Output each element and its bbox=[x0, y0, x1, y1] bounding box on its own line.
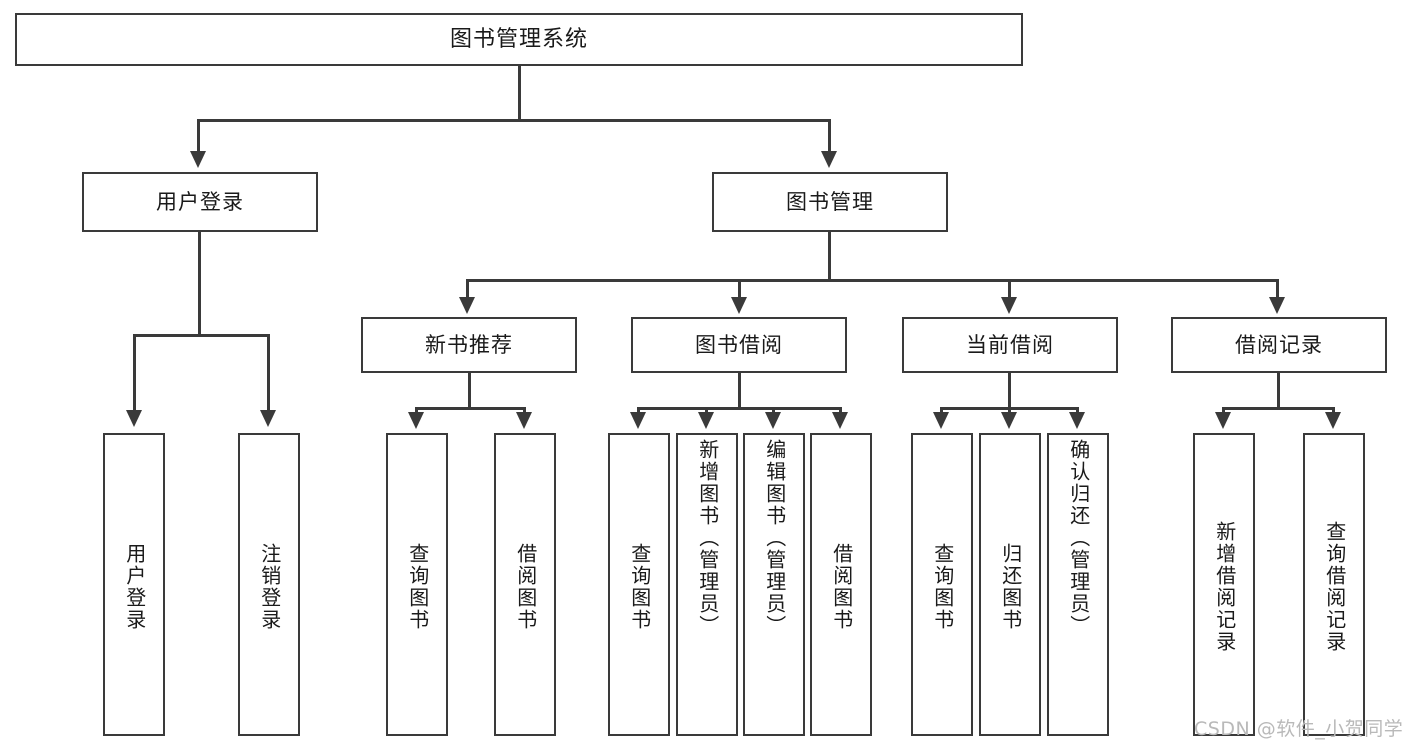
arrowhead-add-book bbox=[698, 412, 714, 429]
leaf-borrow-book-recommend[interactable]: 借阅图书 bbox=[494, 433, 556, 736]
node-book-borrow[interactable]: 图书借阅 bbox=[631, 317, 847, 373]
arrowhead-query-book-3 bbox=[933, 412, 949, 429]
arrowhead-query-record bbox=[1325, 412, 1341, 429]
connector-drop-add-record bbox=[1222, 407, 1225, 415]
connector-drop-current-borrow bbox=[1008, 279, 1011, 300]
connector-drop-return-book bbox=[1008, 407, 1011, 415]
leaf-query-book-recommend[interactable]: 查询图书 bbox=[386, 433, 448, 736]
node-label: 查询图书 bbox=[627, 542, 652, 631]
node-label: 编辑图书（管理员） bbox=[762, 439, 787, 637]
node-label: 新增借阅记录 bbox=[1212, 520, 1237, 653]
connector-book-borrow-stem bbox=[738, 373, 741, 410]
connector-drop-borrow-record bbox=[1276, 279, 1279, 300]
connector-user-login-bus bbox=[133, 334, 270, 337]
node-label: 新增图书（管理员） bbox=[695, 439, 720, 637]
node-label: 查询借阅记录 bbox=[1322, 520, 1347, 653]
connector-new-book-stem bbox=[468, 373, 471, 410]
node-label: 图书借阅 bbox=[695, 332, 783, 357]
node-label: 图书管理系统 bbox=[449, 26, 588, 52]
connector-user-login-stem bbox=[198, 232, 201, 337]
leaf-user-login[interactable]: 用户登录 bbox=[103, 433, 165, 736]
node-current-borrow[interactable]: 当前借阅 bbox=[902, 317, 1118, 373]
arrowhead-new-book bbox=[459, 297, 475, 314]
node-label: 当前借阅 bbox=[966, 332, 1054, 357]
arrowhead-current-borrow bbox=[1001, 297, 1017, 314]
arrowhead-borrow-record bbox=[1269, 297, 1285, 314]
node-label: 归还图书 bbox=[998, 542, 1023, 631]
arrowhead-leaf-user-login bbox=[126, 410, 142, 427]
connector-root-bus bbox=[197, 119, 831, 122]
connector-drop-book-borrow bbox=[738, 279, 741, 300]
node-label: 确认归还（管理员） bbox=[1066, 439, 1091, 637]
arrowhead-edit-book bbox=[765, 412, 781, 429]
connector-level3-bus bbox=[466, 279, 1278, 282]
connector-drop-leaf-user-login bbox=[133, 334, 136, 412]
node-label: 注销登录 bbox=[257, 542, 282, 631]
leaf-logout[interactable]: 注销登录 bbox=[238, 433, 300, 736]
connector-drop-query-record bbox=[1332, 407, 1335, 415]
node-new-book-recommend[interactable]: 新书推荐 bbox=[361, 317, 577, 373]
arrowhead-leaf-logout bbox=[260, 410, 276, 427]
arrowhead-add-record bbox=[1215, 412, 1231, 429]
node-borrow-record[interactable]: 借阅记录 bbox=[1171, 317, 1387, 373]
arrowhead-borrow-book-2 bbox=[832, 412, 848, 429]
arrowhead-book-manage bbox=[821, 151, 837, 168]
leaf-query-borrow-record[interactable]: 查询借阅记录 bbox=[1303, 433, 1365, 736]
leaf-add-borrow-record[interactable]: 新增借阅记录 bbox=[1193, 433, 1255, 736]
node-book-management[interactable]: 图书管理 bbox=[712, 172, 948, 232]
node-label: 借阅图书 bbox=[513, 542, 538, 631]
arrowhead-borrow-book-1 bbox=[516, 412, 532, 429]
connector-current-borrow-stem bbox=[1008, 373, 1011, 410]
leaf-confirm-return[interactable]: 确认归还（管理员） bbox=[1047, 433, 1109, 736]
connector-drop-query-book-2 bbox=[637, 407, 640, 415]
arrowhead-confirm-return bbox=[1069, 412, 1085, 429]
connector-drop-borrow-book-1 bbox=[523, 407, 526, 415]
connector-drop-new-book bbox=[466, 279, 469, 300]
leaf-edit-book[interactable]: 编辑图书（管理员） bbox=[743, 433, 805, 736]
arrowhead-user-login bbox=[190, 151, 206, 168]
connector-book-manage-stem bbox=[828, 232, 831, 281]
arrowhead-query-book-2 bbox=[630, 412, 646, 429]
connector-drop-confirm-return bbox=[1076, 407, 1079, 415]
connector-root-stem bbox=[518, 66, 521, 121]
arrowhead-query-book-1 bbox=[408, 412, 424, 429]
node-label: 查询图书 bbox=[405, 542, 430, 631]
node-root-system[interactable]: 图书管理系统 bbox=[15, 13, 1023, 66]
connector-drop-edit-book bbox=[772, 407, 775, 415]
connector-borrow-record-bus bbox=[1222, 407, 1335, 410]
connector-new-book-bus bbox=[415, 407, 526, 410]
leaf-add-book[interactable]: 新增图书（管理员） bbox=[676, 433, 738, 736]
connector-book-borrow-bus bbox=[637, 407, 842, 410]
leaf-query-book-current[interactable]: 查询图书 bbox=[911, 433, 973, 736]
node-label: 查询图书 bbox=[930, 542, 955, 631]
node-label: 新书推荐 bbox=[425, 332, 513, 357]
connector-drop-query-book-3 bbox=[940, 407, 943, 415]
connector-drop-query-book-1 bbox=[415, 407, 418, 415]
node-label: 用户登录 bbox=[156, 189, 244, 214]
leaf-borrow-book[interactable]: 借阅图书 bbox=[810, 433, 872, 736]
arrowhead-return-book bbox=[1001, 412, 1017, 429]
node-label: 借阅记录 bbox=[1235, 332, 1323, 357]
node-label: 用户登录 bbox=[122, 542, 147, 631]
node-user-login[interactable]: 用户登录 bbox=[82, 172, 318, 232]
leaf-return-book[interactable]: 归还图书 bbox=[979, 433, 1041, 736]
node-label: 图书管理 bbox=[786, 189, 874, 214]
connector-drop-leaf-logout bbox=[267, 334, 270, 412]
connector-borrow-record-stem bbox=[1277, 373, 1280, 410]
connector-drop-borrow-book-2 bbox=[839, 407, 842, 415]
arrowhead-book-borrow bbox=[731, 297, 747, 314]
leaf-query-book-borrow[interactable]: 查询图书 bbox=[608, 433, 670, 736]
node-label: 借阅图书 bbox=[829, 542, 854, 631]
connector-drop-user-login bbox=[197, 119, 200, 153]
connector-drop-add-book bbox=[705, 407, 708, 415]
connector-drop-book-manage bbox=[828, 119, 831, 153]
